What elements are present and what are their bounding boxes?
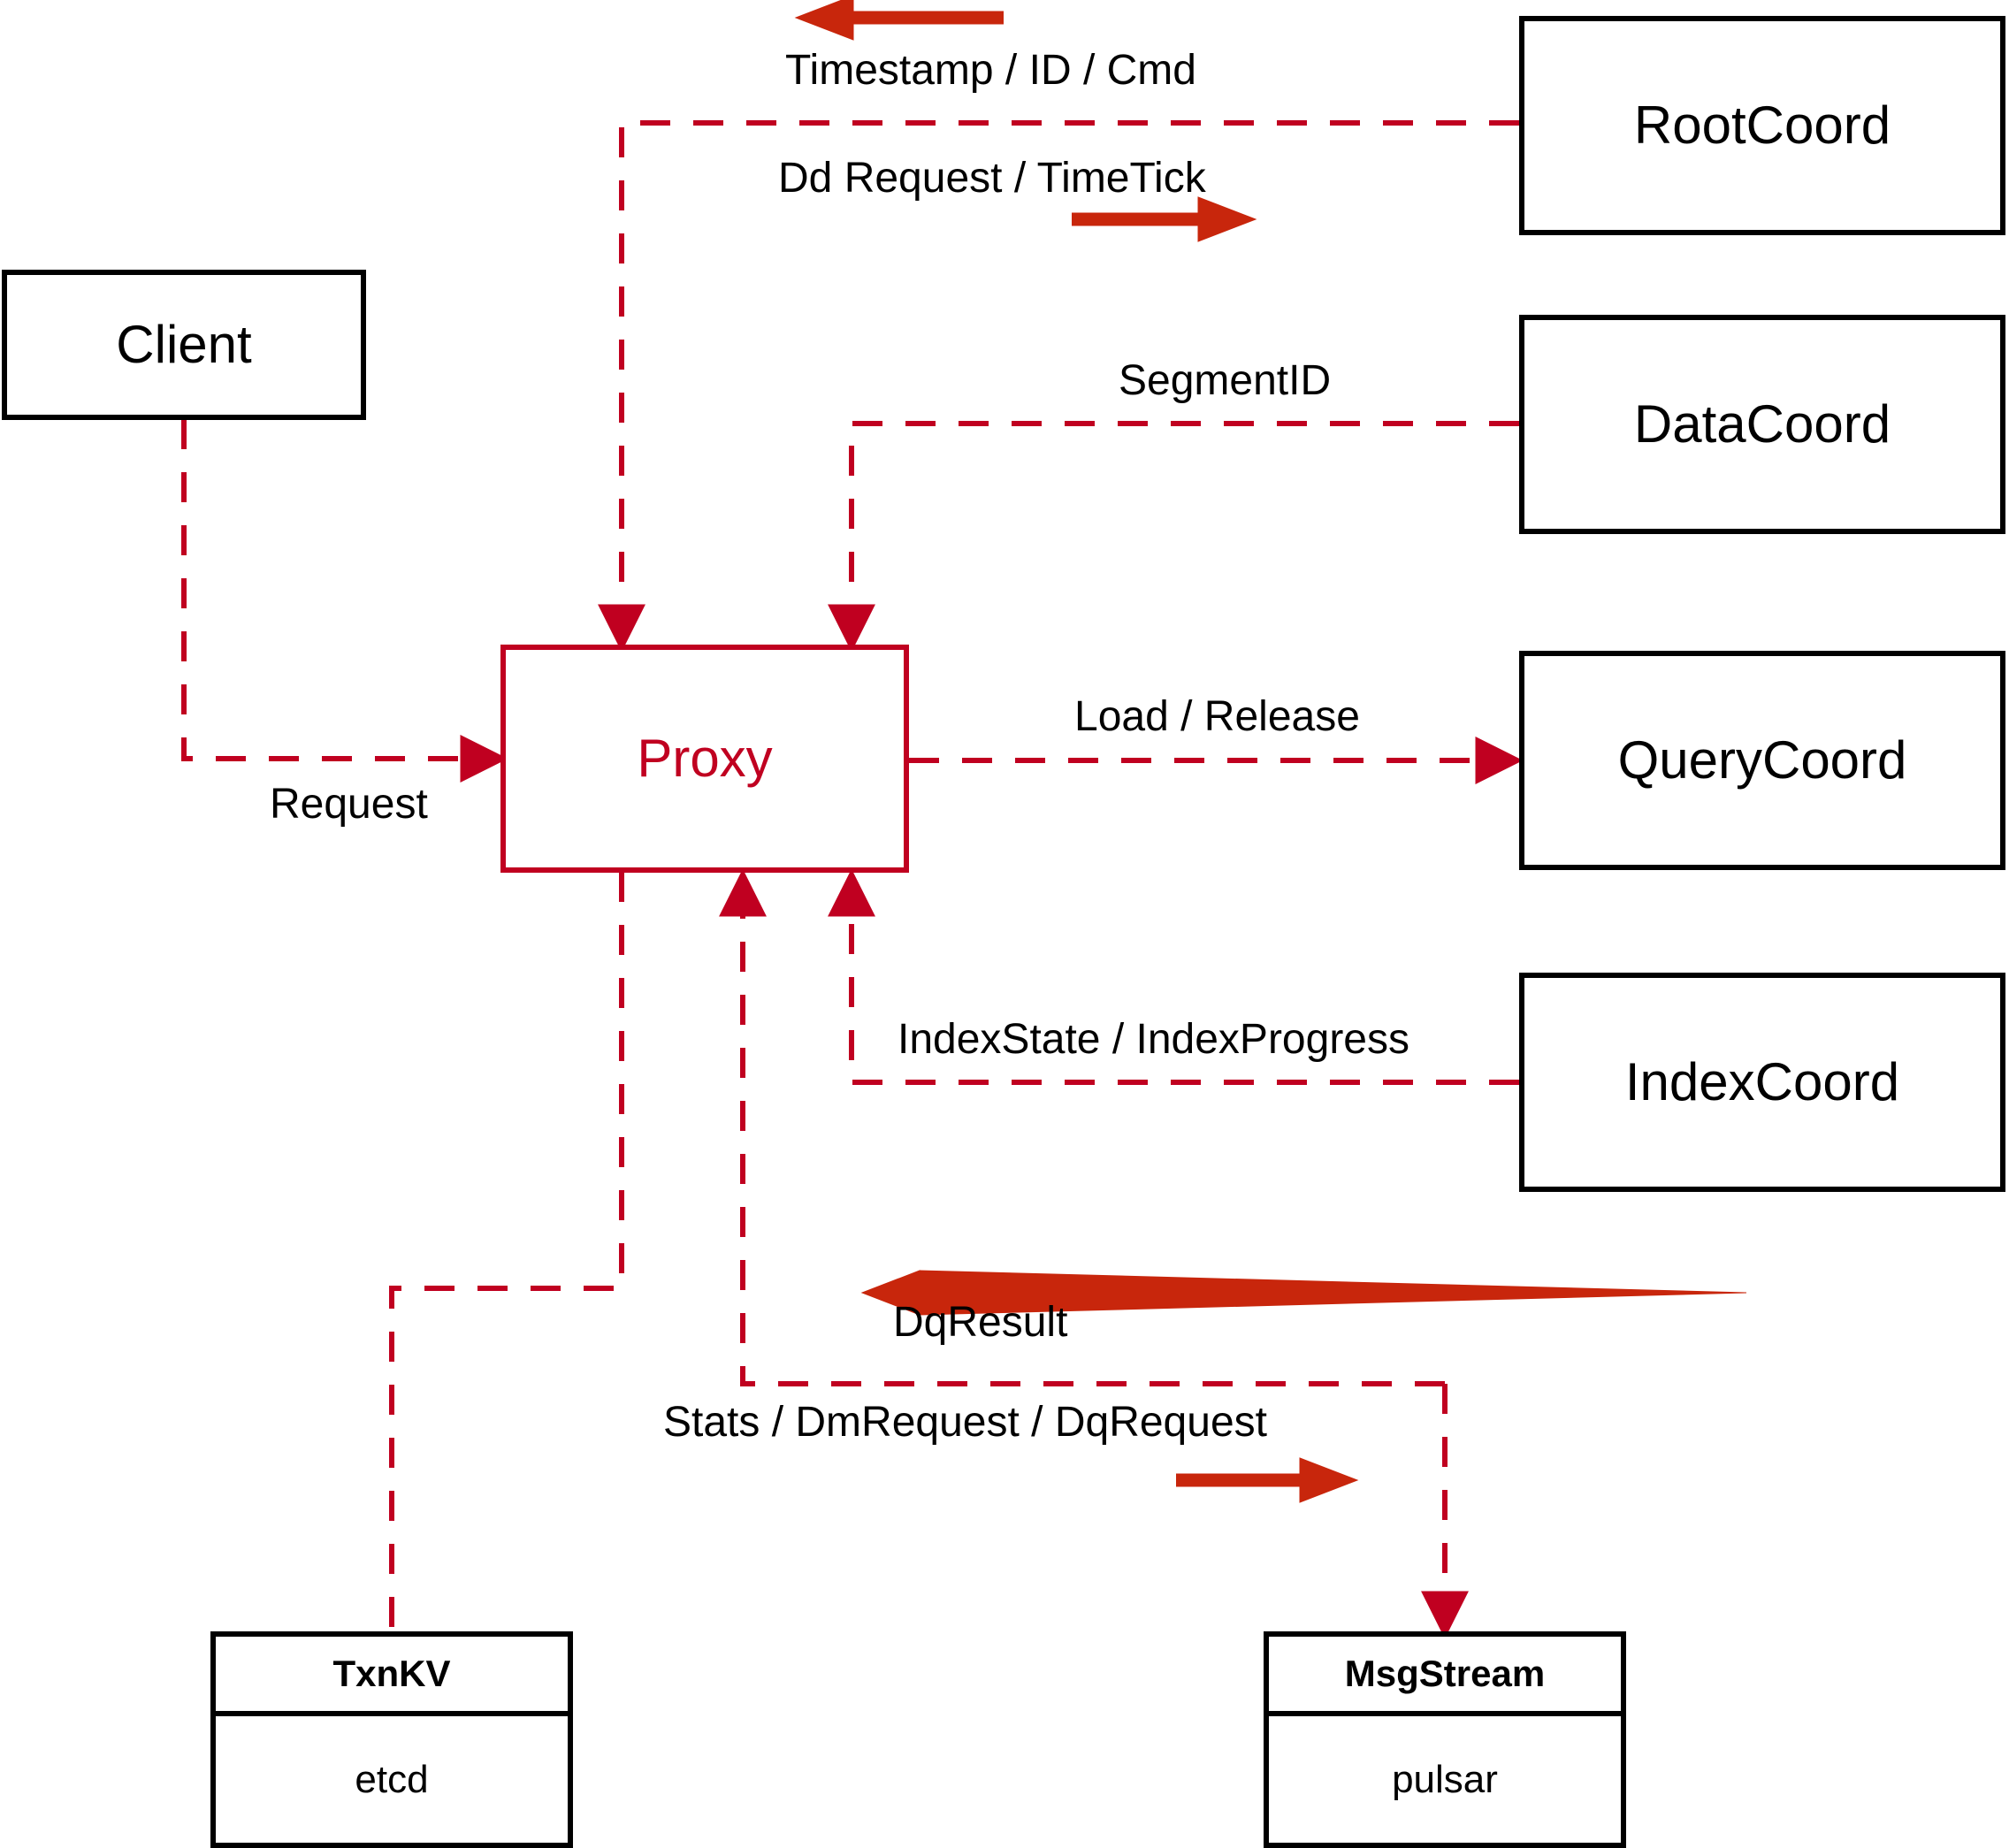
node-datacoord-label: DataCoord xyxy=(1633,394,1891,454)
edge-datacoord-proxy xyxy=(828,421,1519,653)
annotation-arrow-right-top xyxy=(1072,196,1257,242)
node-rootcoord-label: RootCoord xyxy=(1633,95,1891,155)
edge-label-timestamp-id-cmd: Timestamp / ID / Cmd xyxy=(785,47,1196,94)
edge-client-proxy xyxy=(181,419,508,783)
node-msgstream[interactable]: MsgStream pulsar xyxy=(1264,1631,1626,1848)
node-datacoord[interactable]: DataCoord xyxy=(1519,315,2005,534)
node-querycoord-label: QueryCoord xyxy=(1617,730,1907,790)
node-rootcoord[interactable]: RootCoord xyxy=(1519,16,2005,235)
node-proxy[interactable]: Proxy xyxy=(500,645,909,873)
edge-label-load-release: Load / Release xyxy=(1074,693,1360,740)
edge-label-request: Request xyxy=(270,781,428,828)
annotation-arrow-left-bottom xyxy=(860,1270,1747,1316)
node-proxy-label: Proxy xyxy=(637,729,773,788)
node-txnkv-title: TxnKV xyxy=(216,1637,568,1716)
edge-indexcoord-proxy xyxy=(828,868,1519,1085)
node-client[interactable]: Client xyxy=(2,270,366,420)
edge-label-segmentid: SegmentID xyxy=(1119,357,1332,404)
annotation-arrow-right-bottom xyxy=(1176,1457,1359,1503)
annotation-arrow-left-top xyxy=(794,0,1004,41)
edge-label-indexstate-indexprogress: IndexState / IndexProgress xyxy=(898,1016,1409,1063)
node-indexcoord-label: IndexCoord xyxy=(1624,1052,1900,1111)
edge-label-dd-request-timetick: Dd Request / TimeTick xyxy=(778,155,1206,202)
node-client-label: Client xyxy=(116,315,252,374)
node-indexcoord[interactable]: IndexCoord xyxy=(1519,973,2005,1192)
node-txnkv-impl: etcd xyxy=(355,1757,429,1801)
edge-label-dqresult: DqResult xyxy=(893,1299,1068,1346)
edge-label-stats-dmrequest-dqrequest: Stats / DmRequest / DqRequest xyxy=(663,1399,1267,1446)
node-txnkv[interactable]: TxnKV etcd xyxy=(210,1631,573,1848)
edge-proxy-txnkv xyxy=(389,872,624,1631)
edge-msgstream-proxy xyxy=(719,868,1445,1386)
node-querycoord[interactable]: QueryCoord xyxy=(1519,651,2005,870)
edge-rootcoord-proxy xyxy=(598,120,1519,653)
node-msgstream-impl: pulsar xyxy=(1392,1757,1498,1801)
node-msgstream-title: MsgStream xyxy=(1269,1637,1621,1716)
